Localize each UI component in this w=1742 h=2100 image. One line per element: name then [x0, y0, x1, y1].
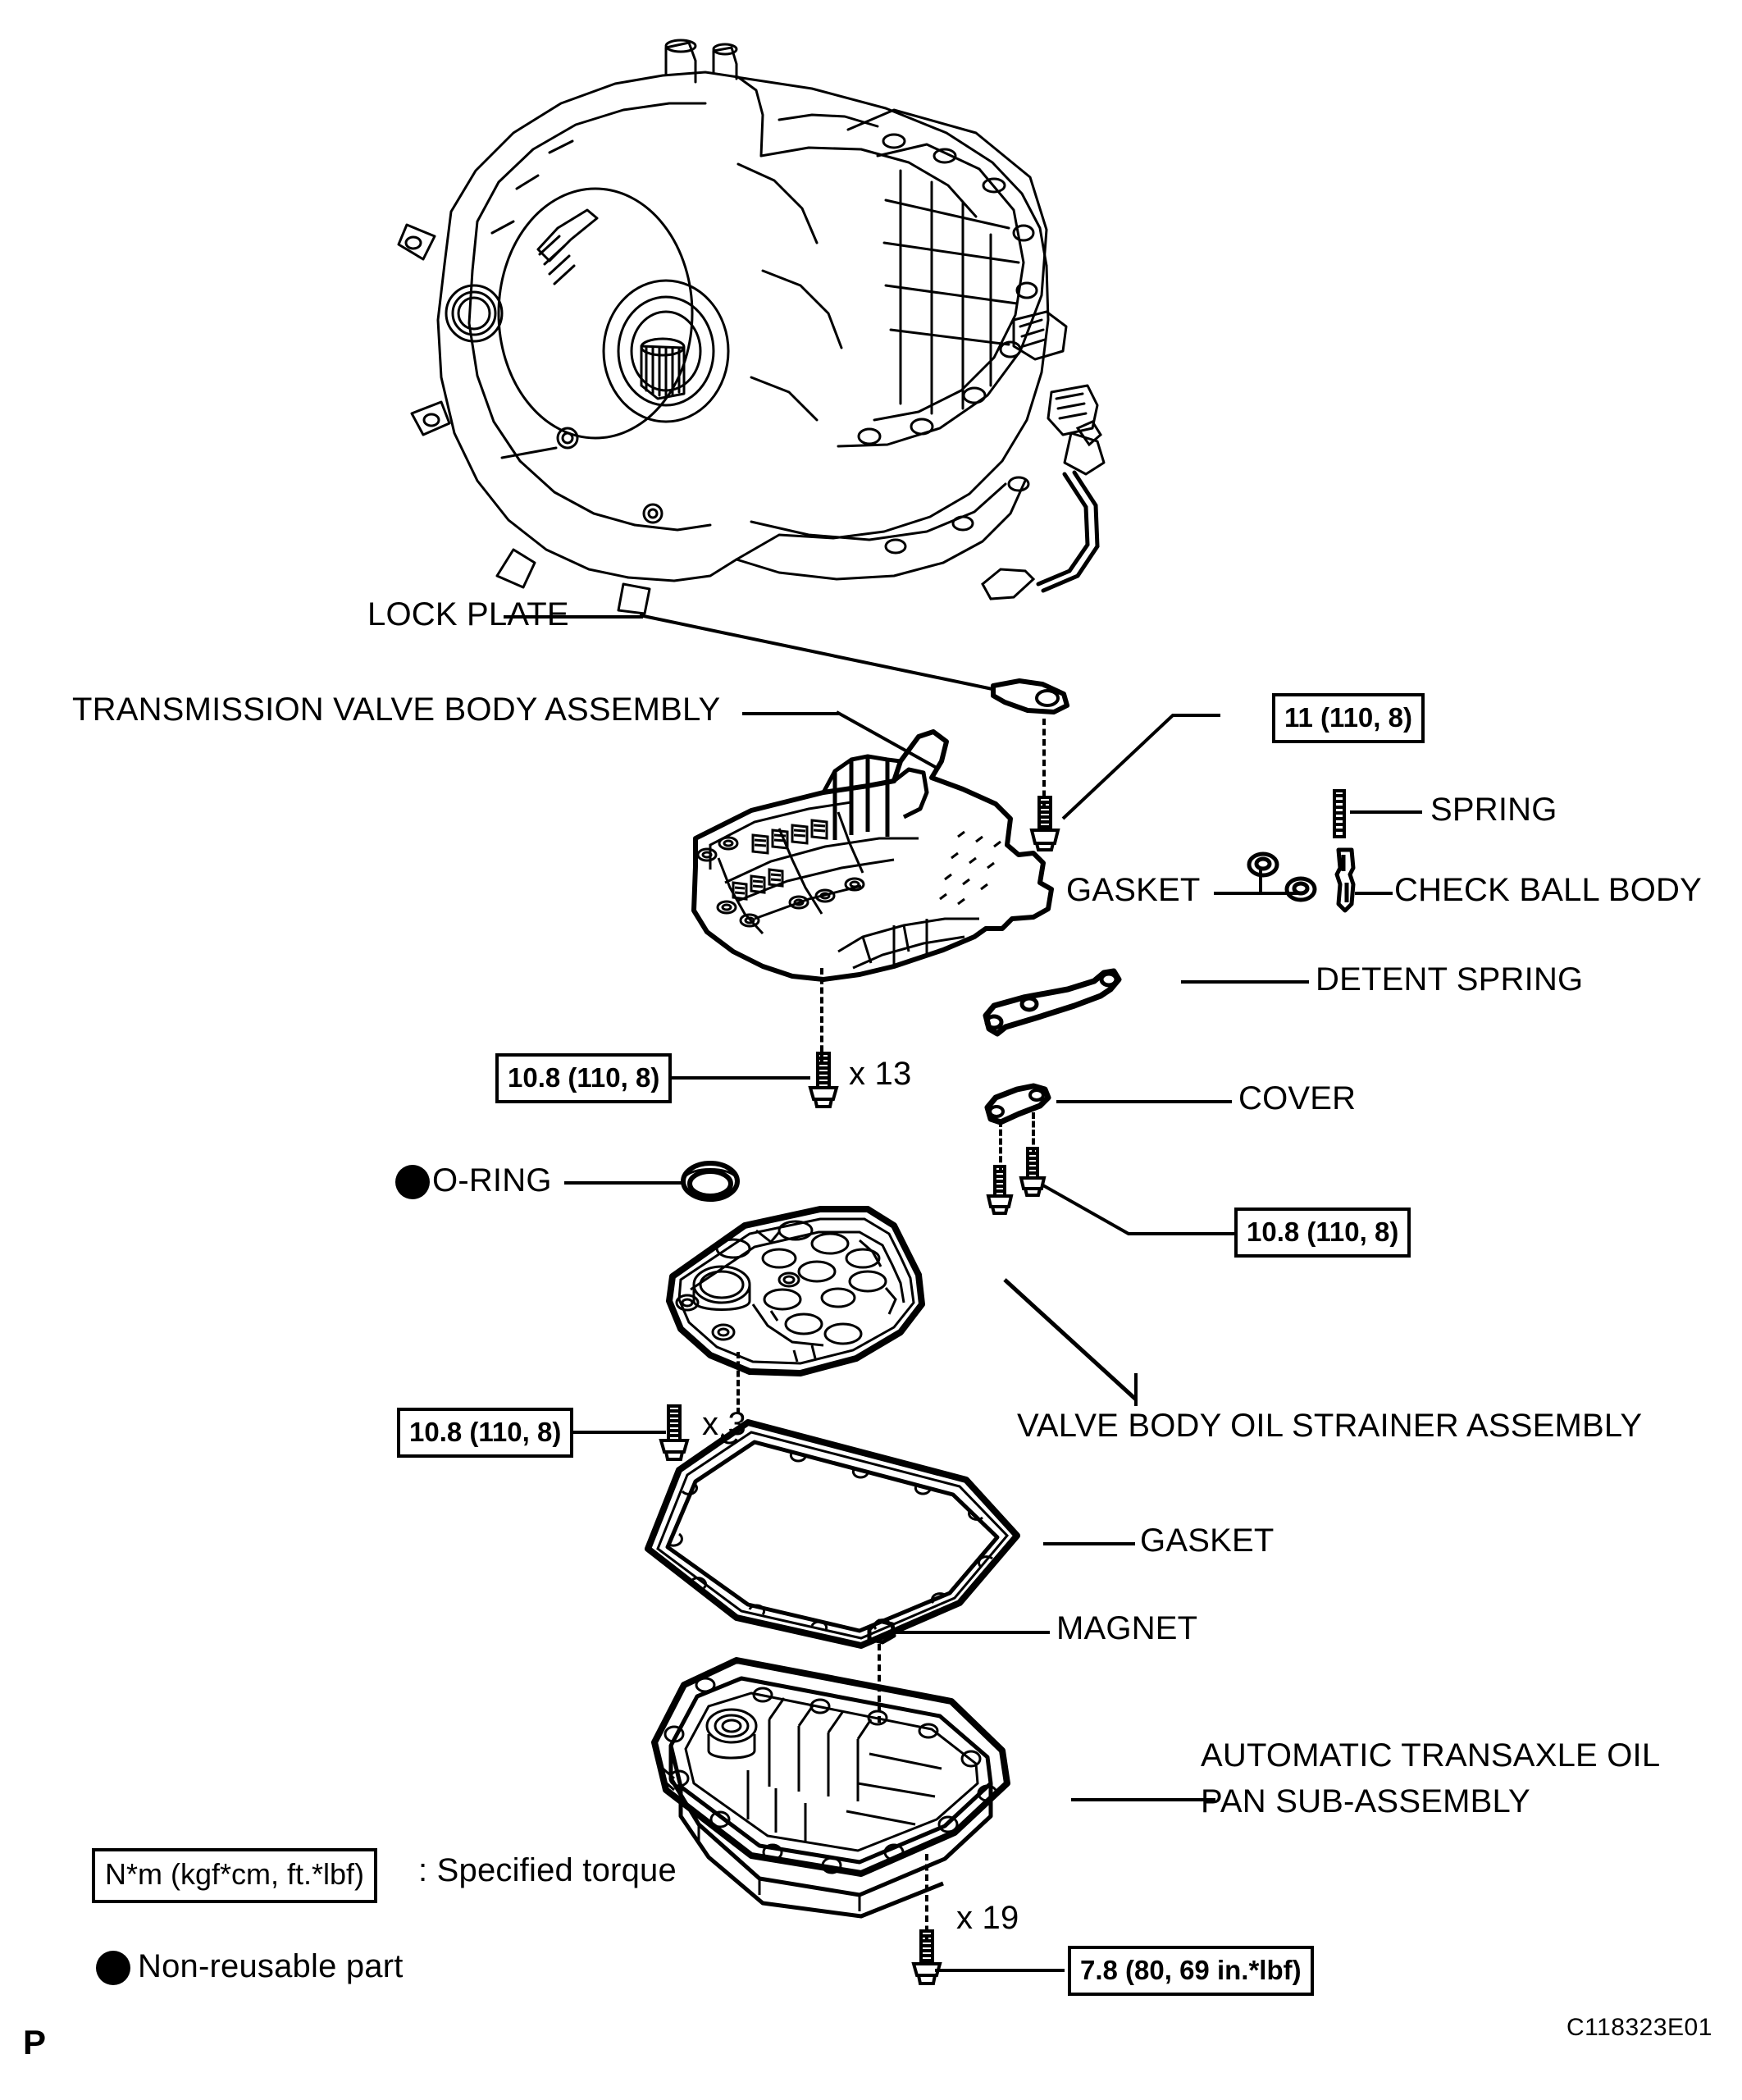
- oil-pan-illustration: [623, 1655, 1132, 1919]
- check-ball-body-illustration: [1329, 847, 1363, 914]
- label-oil-pan-line1: AUTOMATIC TRANSAXLE OIL: [1201, 1737, 1661, 1774]
- o-ring-illustration: [679, 1158, 741, 1204]
- torque-box-lock-plate-bolt: 11 (110, 8): [1272, 693, 1425, 743]
- leader-detent-spring: [1181, 980, 1309, 984]
- label-oil-pan-line2: PAN SUB-ASSEMBLY: [1201, 1783, 1530, 1819]
- leader-cover-torque: [1038, 1181, 1252, 1247]
- gasket-washer-upper-illustration: [1245, 851, 1281, 878]
- quantity-valve-body-bolt: x 13: [849, 1056, 912, 1092]
- legend-non-reusable-caption: Non-reusable part: [138, 1948, 404, 1984]
- cover-part-illustration: [983, 1083, 1065, 1129]
- label-gasket-pan: GASKET: [1140, 1522, 1275, 1559]
- leader-valve-body-torque: [664, 1076, 810, 1080]
- legend-torque-unit-caption: : Specified torque: [418, 1852, 677, 1888]
- leader-oil-pan-torque: [935, 1969, 1065, 1972]
- leader-valve-body-diagonal: [836, 707, 943, 773]
- bolt-cover-left-illustration: [984, 1165, 1017, 1216]
- leader-cover: [1056, 1100, 1232, 1103]
- lock-plate-part-illustration: [988, 678, 1078, 719]
- bolt-cover-right-illustration: [1017, 1147, 1050, 1198]
- bolt-oil-pan-illustration: [909, 1929, 946, 1987]
- dashline-cover-bolt-right: [1032, 1112, 1035, 1153]
- leader-oil-strainer-torque: [566, 1431, 666, 1434]
- label-gasket-check-ball: GASKET: [1066, 872, 1201, 908]
- leader-lock-plate-diagonal: [639, 610, 1001, 692]
- leader-lock-plate-horizontal: [504, 615, 643, 619]
- detent-spring-illustration: [969, 961, 1191, 1057]
- oil-pan-gasket-illustration: [632, 1413, 1074, 1659]
- leader-lock-plate-torque: [1056, 702, 1220, 825]
- torque-box-valve-body-bolt: 10.8 (110, 8): [495, 1053, 673, 1103]
- label-lock-plate: LOCK PLATE: [367, 596, 569, 632]
- quantity-oil-pan-bolt: x 19: [956, 1900, 1019, 1936]
- leader-oil-pan: [1071, 1798, 1215, 1801]
- label-o-ring: O-RING: [432, 1162, 552, 1198]
- dashline-lock-plate-bolt: [1042, 719, 1046, 807]
- dashline-cover-bolt-left: [999, 1121, 1002, 1171]
- dashline-oil-pan-bolt: [925, 1854, 928, 1942]
- label-cover: COVER: [1238, 1080, 1357, 1116]
- magnet-illustration: [863, 1614, 901, 1647]
- torque-box-oil-strainer-bolt: 10.8 (110, 8): [397, 1408, 574, 1458]
- valve-body-assembly-illustration: [648, 714, 1074, 993]
- label-check-ball-body: CHECK BALL BODY: [1394, 872, 1702, 908]
- leader-o-ring: [564, 1181, 685, 1185]
- oil-strainer-illustration: [648, 1198, 1042, 1427]
- spring-part-illustration: [1327, 789, 1352, 840]
- filled-circle-icon: [96, 1951, 130, 1985]
- torque-box-oil-pan-bolt: 7.8 (80, 69 in.*lbf): [1068, 1946, 1314, 1996]
- leader-valve-body-horizontal: [742, 712, 839, 715]
- bolt-valve-body-illustration: [805, 1052, 843, 1109]
- bolt-oil-strainer-illustration: [656, 1404, 694, 1462]
- label-valve-body-oil-strainer-assembly: VALVE BODY OIL STRAINER ASSEMBLY: [1017, 1408, 1643, 1444]
- non-reusable-marker-o-ring: [395, 1165, 430, 1199]
- transaxle-case-illustration: [353, 25, 1107, 615]
- torque-box-cover-bolt: 10.8 (110, 8): [1234, 1208, 1411, 1258]
- leader-magnet: [892, 1631, 1050, 1634]
- leader-spring: [1350, 810, 1422, 814]
- label-detent-spring: DETENT SPRING: [1316, 961, 1584, 998]
- bolt-lock-plate-illustration: [1027, 796, 1065, 851]
- leader-gasket-check-ball: [1214, 892, 1302, 895]
- figure-code: C118323E01: [1566, 2014, 1712, 2041]
- leader-check-ball-body: [1355, 892, 1393, 895]
- leader-oil-strainer: [1003, 1253, 1251, 1409]
- gasket-washer-lower-illustration: [1283, 876, 1319, 902]
- legend-torque-unit-box: N*m (kgf*cm, ft.*lbf): [92, 1848, 378, 1903]
- dashline-oil-strainer-bolt: [736, 1352, 740, 1414]
- label-spring: SPRING: [1430, 792, 1557, 828]
- page-marker: P: [23, 2023, 47, 2061]
- leader-gasket-branch-vertical: [1259, 870, 1262, 893]
- leader-gasket-pan: [1043, 1542, 1135, 1545]
- dashline-valve-body-bolt: [820, 968, 823, 1061]
- label-transmission-valve-body-assembly: TRANSMISSION VALVE BODY ASSEMBLY: [72, 692, 721, 728]
- dashline-magnet: [878, 1644, 881, 1723]
- label-magnet: MAGNET: [1056, 1610, 1198, 1646]
